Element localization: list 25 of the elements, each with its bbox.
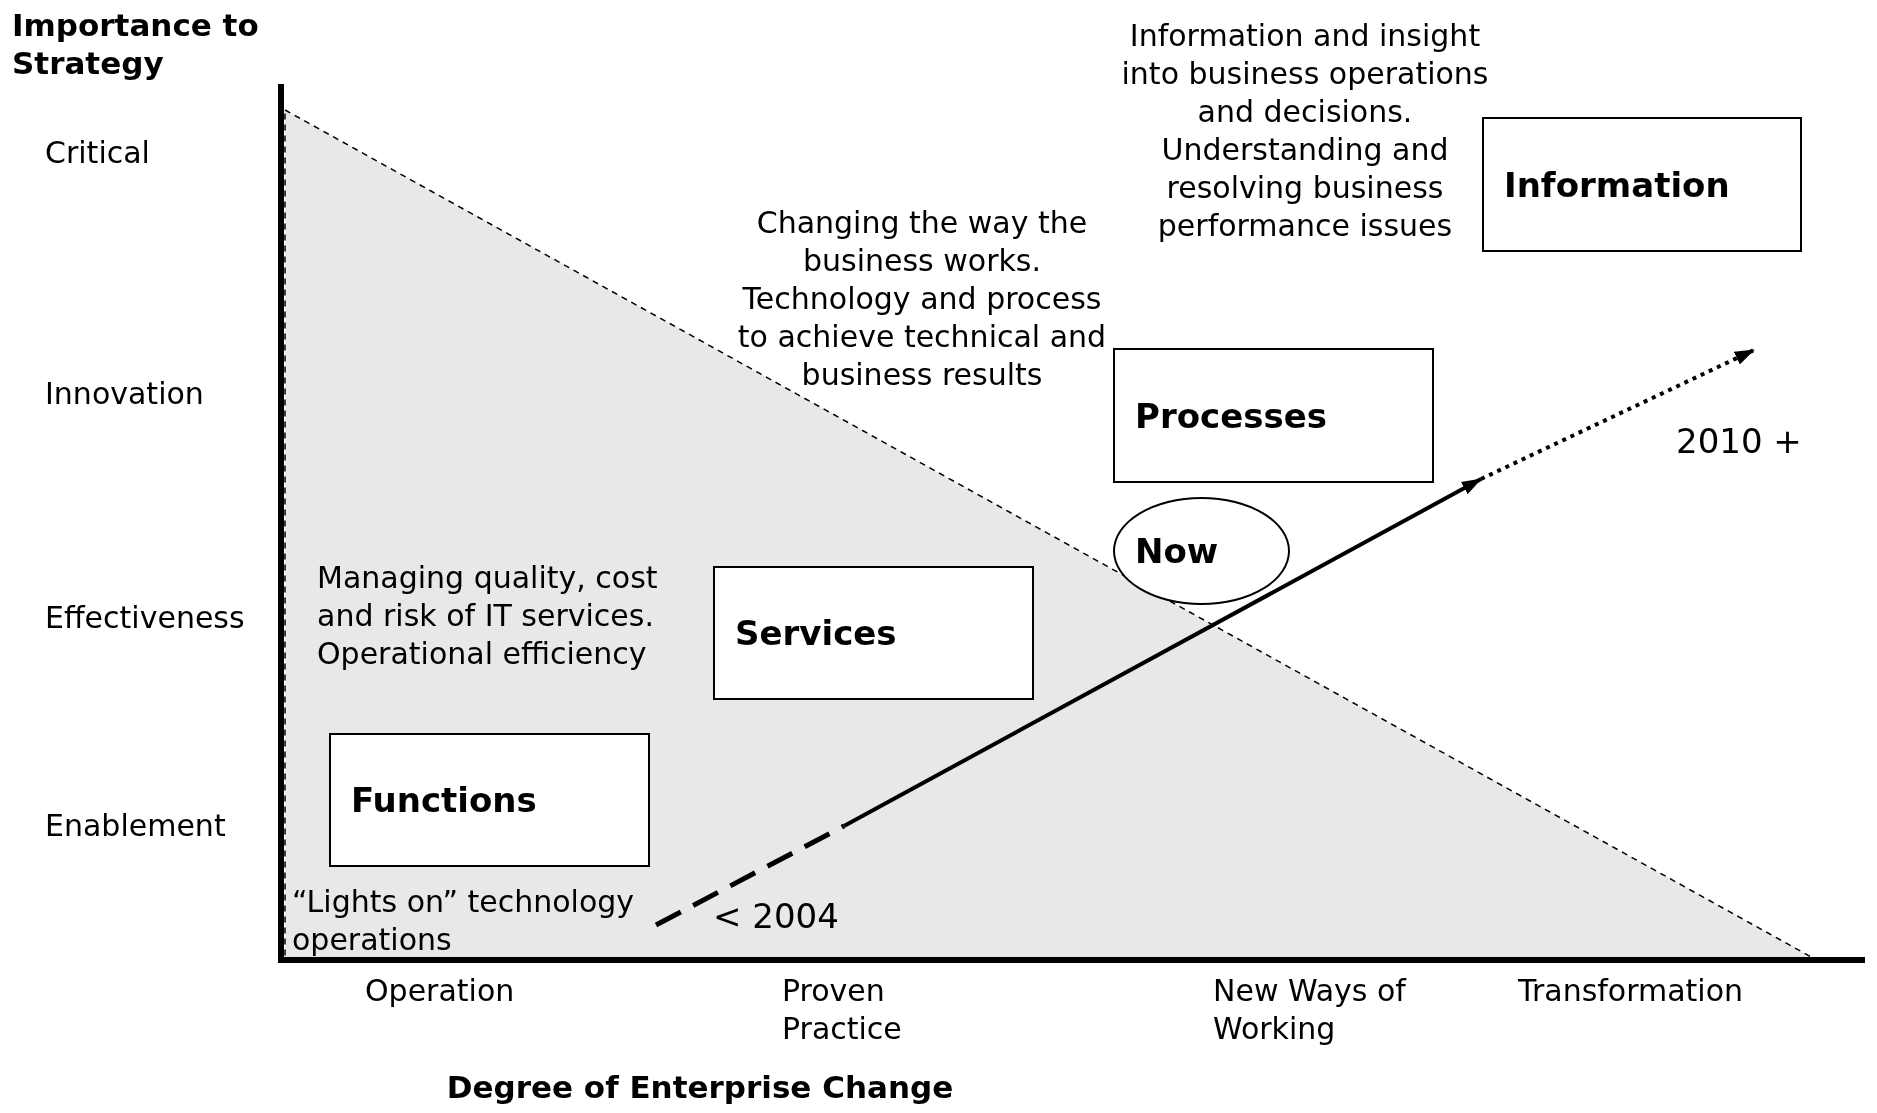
stage-label: Operation xyxy=(365,972,516,1010)
category-box xyxy=(1113,348,1434,483)
description-text: Managing quality, cost and risk of IT services. Operational efficiency xyxy=(317,559,659,673)
category-box xyxy=(329,733,650,867)
axis-title: Importance to Strategy xyxy=(12,6,260,82)
level-label: Effectiveness xyxy=(45,599,246,637)
level-label: Enablement xyxy=(45,807,227,845)
year-label: 2010 + xyxy=(1676,422,1803,460)
category-box xyxy=(713,566,1034,700)
axis-title: Degree of Enterprise Change xyxy=(445,1068,955,1106)
level-label: Innovation xyxy=(45,375,205,413)
box-label: Processes xyxy=(1135,395,1328,436)
stage-label: Transformation xyxy=(1518,972,1745,1010)
box-label: Functions xyxy=(351,780,537,820)
description-text: “Lights on” technology operations xyxy=(292,883,636,959)
description-text: Changing the way the business works. Technology and process to achieve technical and business results xyxy=(736,204,1108,394)
box-label: Services xyxy=(735,613,897,653)
level-label: Critical xyxy=(45,134,151,172)
box-label: Now xyxy=(1135,531,1219,571)
description-text: Information and insight into business operations and decisions. Understanding and resolving business performance issues xyxy=(1120,17,1490,245)
stage-label: New Ways of Working xyxy=(1213,972,1408,1048)
stage-label: Proven Practice xyxy=(782,972,903,1048)
box-label: Information xyxy=(1504,164,1730,205)
category-box xyxy=(1482,117,1802,252)
year-label: < 2004 xyxy=(713,897,840,935)
